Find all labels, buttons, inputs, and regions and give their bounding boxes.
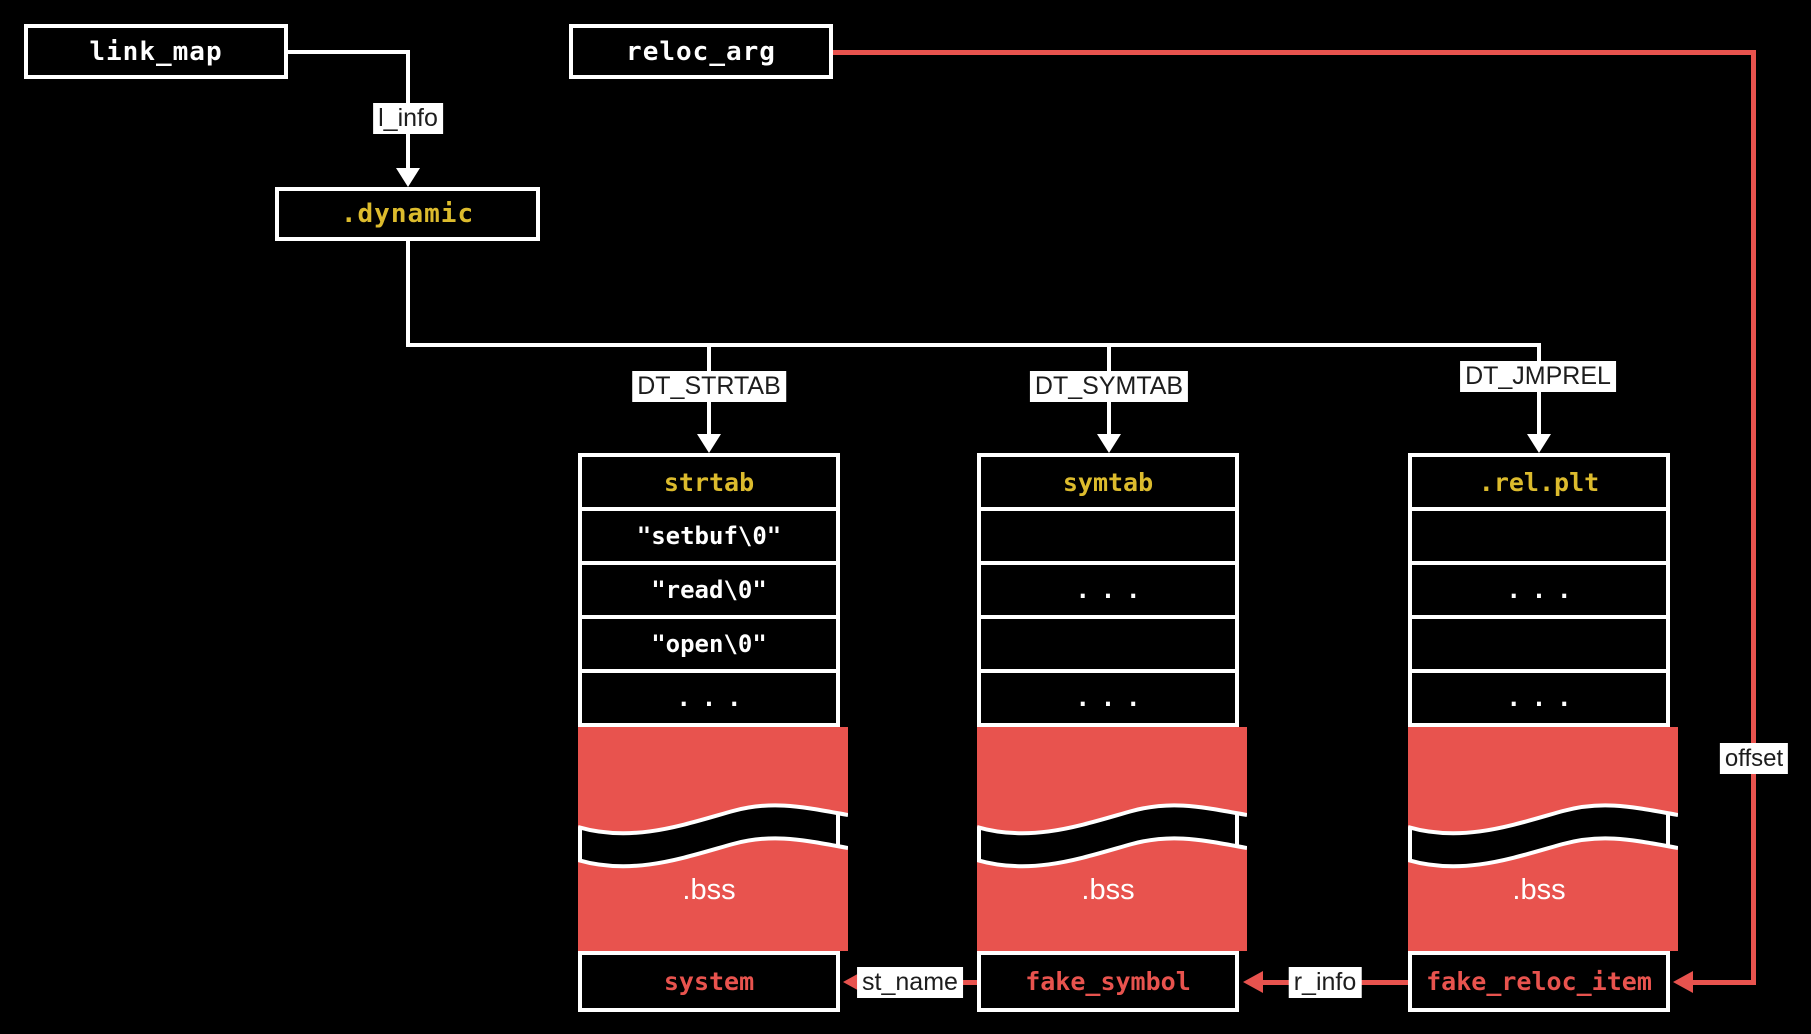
memory-break-wave [977, 727, 1247, 951]
relplt-row [1412, 615, 1666, 669]
linkmap-connector-line [288, 50, 410, 54]
link-map-label: link_map [89, 36, 223, 67]
symtab-row [981, 507, 1235, 561]
reloc-arg-node: reloc_arg [569, 24, 833, 79]
strtab-table: strtab "setbuf\0" "read\0" "open\0" ... … [578, 453, 848, 1012]
edge-label-l-info: l_info [373, 103, 443, 134]
dynamic-label: .dynamic [340, 199, 475, 229]
memory-break-wave [578, 727, 848, 951]
symtab-row: ... [981, 561, 1235, 615]
edge-label-dt-jmprel: DT_JMPREL [1460, 361, 1616, 392]
relplt-table: .rel.plt ... ... .bss fake_reloc_item [1408, 453, 1678, 1012]
offset-arrow-line [1692, 980, 1756, 985]
reloc-arg-label: reloc_arg [626, 36, 776, 67]
offset-vertical-line [1751, 50, 1756, 985]
branch-line [406, 343, 1541, 347]
bss-label: .bss [1512, 874, 1566, 906]
edge-label-dt-symtab: DT_SYMTAB [1029, 371, 1189, 402]
strtab-footer: system [582, 951, 836, 1008]
memory-break-wave [1408, 727, 1678, 951]
symtab-header: symtab [981, 457, 1235, 507]
arrow-left-icon [1243, 971, 1263, 993]
symtab-footer: fake_symbol [981, 951, 1235, 1008]
edge-label-r-info: r_info [1288, 967, 1362, 998]
bss-label: .bss [1081, 874, 1135, 906]
bss-label: .bss [682, 874, 736, 906]
strtab-row: "setbuf\0" [582, 507, 836, 561]
edge-label-offset: offset [1719, 743, 1789, 774]
dynamic-connector-line [406, 241, 410, 347]
dynamic-node: .dynamic [275, 187, 540, 241]
strtab-row: "open\0" [582, 615, 836, 669]
symtab-bss-region: .bss [977, 723, 1247, 951]
strtab-header: strtab [582, 457, 836, 507]
relplt-bss-region: .bss [1408, 723, 1678, 951]
arrow-down-icon [1527, 434, 1551, 453]
strtab-bss-region: .bss [578, 723, 848, 951]
symtab-table: symtab ... ... .bss fake_symbol [977, 453, 1247, 1012]
symtab-row [981, 615, 1235, 669]
relplt-header: .rel.plt [1412, 457, 1666, 507]
link-map-node: link_map [24, 24, 288, 79]
relplt-row: ... [1412, 669, 1666, 723]
relplt-row [1412, 507, 1666, 561]
reloc-arg-offset-line [833, 50, 1756, 55]
symtab-row: ... [981, 669, 1235, 723]
edge-label-dt-strtab: DT_STRTAB [632, 371, 786, 402]
relplt-row: ... [1412, 561, 1666, 615]
arrow-down-icon [396, 168, 420, 187]
arrow-left-icon [1673, 971, 1693, 993]
arrow-down-icon [1097, 434, 1121, 453]
relplt-footer: fake_reloc_item [1412, 951, 1666, 1008]
edge-label-st-name: st_name [857, 967, 963, 998]
arrow-down-icon [697, 434, 721, 453]
strtab-row: "read\0" [582, 561, 836, 615]
strtab-row: ... [582, 669, 836, 723]
